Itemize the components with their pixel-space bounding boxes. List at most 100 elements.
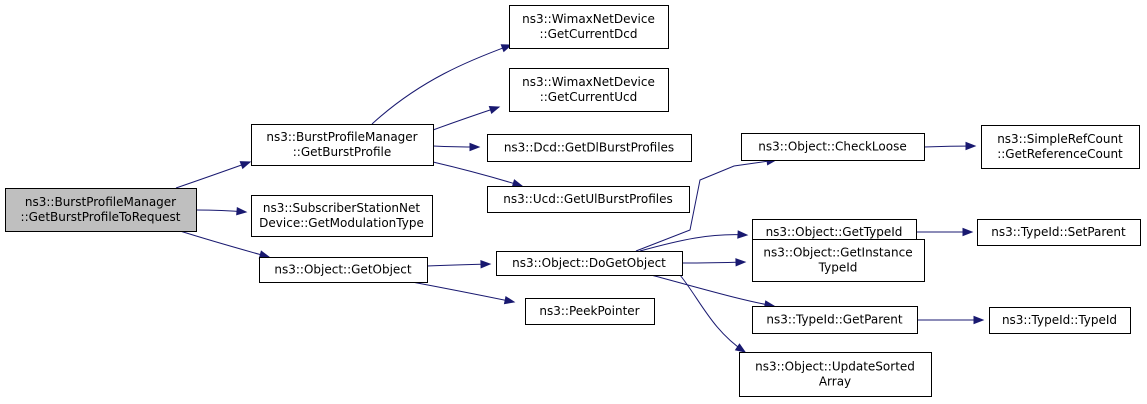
edge-root-to-get_burst_profile — [175, 161, 252, 189]
arrow-head-icon — [258, 250, 271, 259]
edge-root-to-get_modulation_type — [195, 207, 248, 216]
node-label-line: ns3::Object::GetInstance — [763, 246, 912, 260]
node-box — [496, 251, 683, 276]
node-label-line: Device::GetModulationType — [259, 216, 424, 230]
node-box — [989, 307, 1131, 334]
node-label-line: ns3::TypeId::TypeId — [1002, 313, 1117, 327]
edge-line — [432, 161, 523, 187]
node-get-dl-burst-profiles[interactable]: ns3::Dcd::GetDlBurstProfiles — [487, 134, 692, 162]
edge-line — [179, 230, 270, 258]
arrow-head-icon — [488, 105, 501, 115]
node-box — [981, 125, 1140, 169]
edge-do_get_object-to-get_type_id — [639, 230, 749, 252]
arrow-head-icon — [239, 161, 252, 170]
node-get-burst-profile[interactable]: ns3::BurstProfileManager::GetBurstProfil… — [251, 124, 434, 166]
node-box — [752, 239, 925, 282]
node-label-line: ns3::Object::GetTypeId — [766, 225, 903, 239]
edge-get_object-to-peek_pointer — [411, 281, 516, 305]
node-label-line: ::GetReferenceCount — [997, 147, 1123, 161]
node-label-line: ::GetCurrentUcd — [540, 90, 638, 104]
node-get-current-ucd[interactable]: ns3::WimaxNetDevice::GetCurrentUcd — [509, 68, 669, 112]
edge-line — [650, 274, 775, 307]
node-label-line: ns3::Dcd::GetDlBurstProfiles — [504, 141, 674, 155]
node-label-line: ns3::TypeId::GetParent — [766, 313, 902, 327]
edge-line — [639, 234, 748, 252]
node-set-parent[interactable]: ns3::TypeId::SetParent — [977, 219, 1141, 246]
node-label-line: ns3::Object::GetObject — [274, 263, 412, 277]
edge-line — [411, 281, 515, 303]
node-root: ns3::BurstProfileManager::GetBurstProfil… — [5, 188, 197, 232]
node-box — [741, 133, 925, 161]
node-box — [5, 188, 197, 232]
node-box — [487, 134, 692, 162]
arrow-head-icon — [973, 315, 985, 325]
node-do-get-object[interactable]: ns3::Object::DoGetObject — [496, 251, 683, 276]
node-label-line: ns3::BurstProfileManager — [25, 195, 176, 209]
arrow-head-icon — [503, 295, 516, 305]
node-box — [739, 352, 932, 397]
arrow-head-icon — [962, 227, 974, 237]
node-box — [259, 257, 428, 283]
arrow-head-icon — [469, 142, 481, 152]
arrow-head-icon — [511, 179, 524, 188]
node-get-reference-count[interactable]: ns3::SimpleRefCount::GetReferenceCount — [981, 125, 1140, 169]
node-label-line: ::GetBurstProfileToRequest — [21, 210, 181, 224]
edge-do_get_object-to-update_sorted_array — [679, 274, 747, 353]
node-get-ul-burst-profiles[interactable]: ns3::Ucd::GetUlBurstProfiles — [487, 186, 690, 213]
node-label-line: TypeId — [818, 261, 858, 275]
node-box — [251, 124, 434, 166]
edge-get_burst_profile-to-get_current_ucd — [432, 105, 501, 131]
node-label-line: ns3::SimpleRefCount — [997, 132, 1123, 146]
node-label-line: ns3::Ucd::GetUlBurstProfiles — [503, 192, 672, 206]
node-get-current-dcd[interactable]: ns3::WimaxNetDevice::GetCurrentDcd — [509, 5, 669, 49]
node-label-line: ns3::WimaxNetDevice — [522, 75, 655, 89]
nodes-layer: ns3::BurstProfileManager::GetBurstProfil… — [5, 5, 1141, 397]
edge-get_burst_profile-to-get_current_dcd — [371, 44, 513, 125]
node-label-line: ns3::WimaxNetDevice — [522, 12, 655, 26]
node-label-line: Array — [819, 375, 851, 389]
node-check-loose[interactable]: ns3::Object::CheckLoose — [741, 133, 925, 161]
arrow-head-icon — [735, 258, 747, 267]
node-box — [487, 186, 690, 213]
edges-layer — [175, 44, 985, 353]
node-label-line: ns3::Object::CheckLoose — [758, 140, 906, 154]
node-label-line: ns3::PeekPointer — [539, 304, 639, 318]
node-box — [977, 219, 1141, 246]
node-box — [525, 298, 655, 325]
node-box — [251, 195, 433, 237]
edge-check_loose-to-get_reference_count — [923, 141, 977, 151]
edge-line — [175, 161, 251, 189]
edge-line — [679, 274, 746, 353]
node-peek-pointer[interactable]: ns3::PeekPointer — [525, 298, 655, 325]
arrow-head-icon — [737, 230, 749, 239]
edge-get_object-to-do_get_object — [426, 259, 492, 269]
arrow-head-icon — [734, 343, 747, 353]
edge-line — [432, 106, 500, 131]
node-label-line: ns3::Object::UpdateSorted — [755, 360, 915, 374]
node-type-id-ctor[interactable]: ns3::TypeId::TypeId — [989, 307, 1131, 334]
edge-get_burst_profile-to-get_ul_burst_profiles — [432, 161, 524, 188]
arrow-head-icon — [480, 259, 492, 269]
node-box — [752, 306, 918, 334]
edge-type_id_get_parent-to-type_id_ctor — [916, 315, 985, 325]
node-label-line: ns3::Object::DoGetObject — [512, 256, 666, 270]
node-type-id-get-parent[interactable]: ns3::TypeId::GetParent — [752, 306, 918, 334]
arrow-head-icon — [500, 44, 513, 53]
node-label-line: ::GetCurrentDcd — [540, 27, 638, 41]
edge-get_burst_profile-to-get_dl_burst_profiles — [432, 142, 481, 152]
edge-line — [635, 159, 777, 252]
edge-get_type_id-to-set_parent — [915, 227, 974, 237]
node-get-modulation-type[interactable]: ns3::SubscriberStationNetDevice::GetModu… — [251, 195, 433, 237]
arrow-head-icon — [236, 207, 248, 216]
edge-do_get_object-to-get_instance_type_id — [681, 258, 747, 267]
edge-line — [371, 44, 512, 125]
node-box — [509, 68, 669, 112]
arrow-head-icon — [965, 141, 977, 151]
node-box — [509, 5, 669, 49]
node-get-object[interactable]: ns3::Object::GetObject — [259, 257, 428, 283]
node-label-line: ::GetBurstProfile — [293, 145, 392, 159]
node-label-line: ns3::SubscriberStationNet — [263, 201, 420, 215]
